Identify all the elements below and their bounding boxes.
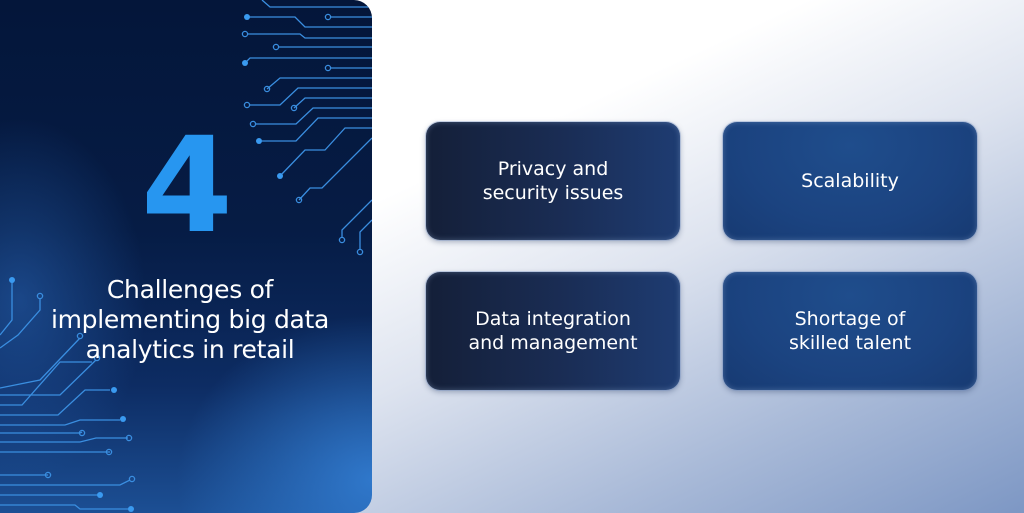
title-line: analytics in retail — [85, 335, 295, 364]
title-line: Challenges of — [106, 275, 274, 304]
card-label: Scalability — [801, 170, 899, 192]
circuit-decoration-icon — [0, 0, 372, 512]
card-label: Privacy and security issues — [482, 158, 624, 204]
title-line: implementing big data — [50, 305, 330, 334]
card-label: Shortage of skilled talent — [788, 308, 912, 354]
card-data-integration: Data integration and management — [426, 272, 680, 390]
card-privacy-security: Privacy and security issues — [426, 122, 680, 240]
challenge-count: 4 — [141, 109, 233, 263]
card-skilled-talent: Shortage of skilled talent — [723, 272, 977, 390]
card-label: Data integration and management — [468, 308, 638, 354]
left-panel: 4 Challenges of implementing big data an… — [0, 0, 372, 513]
card-scalability: Scalability — [723, 122, 977, 240]
panel-title: Challenges of implementing big data anal… — [0, 275, 372, 365]
